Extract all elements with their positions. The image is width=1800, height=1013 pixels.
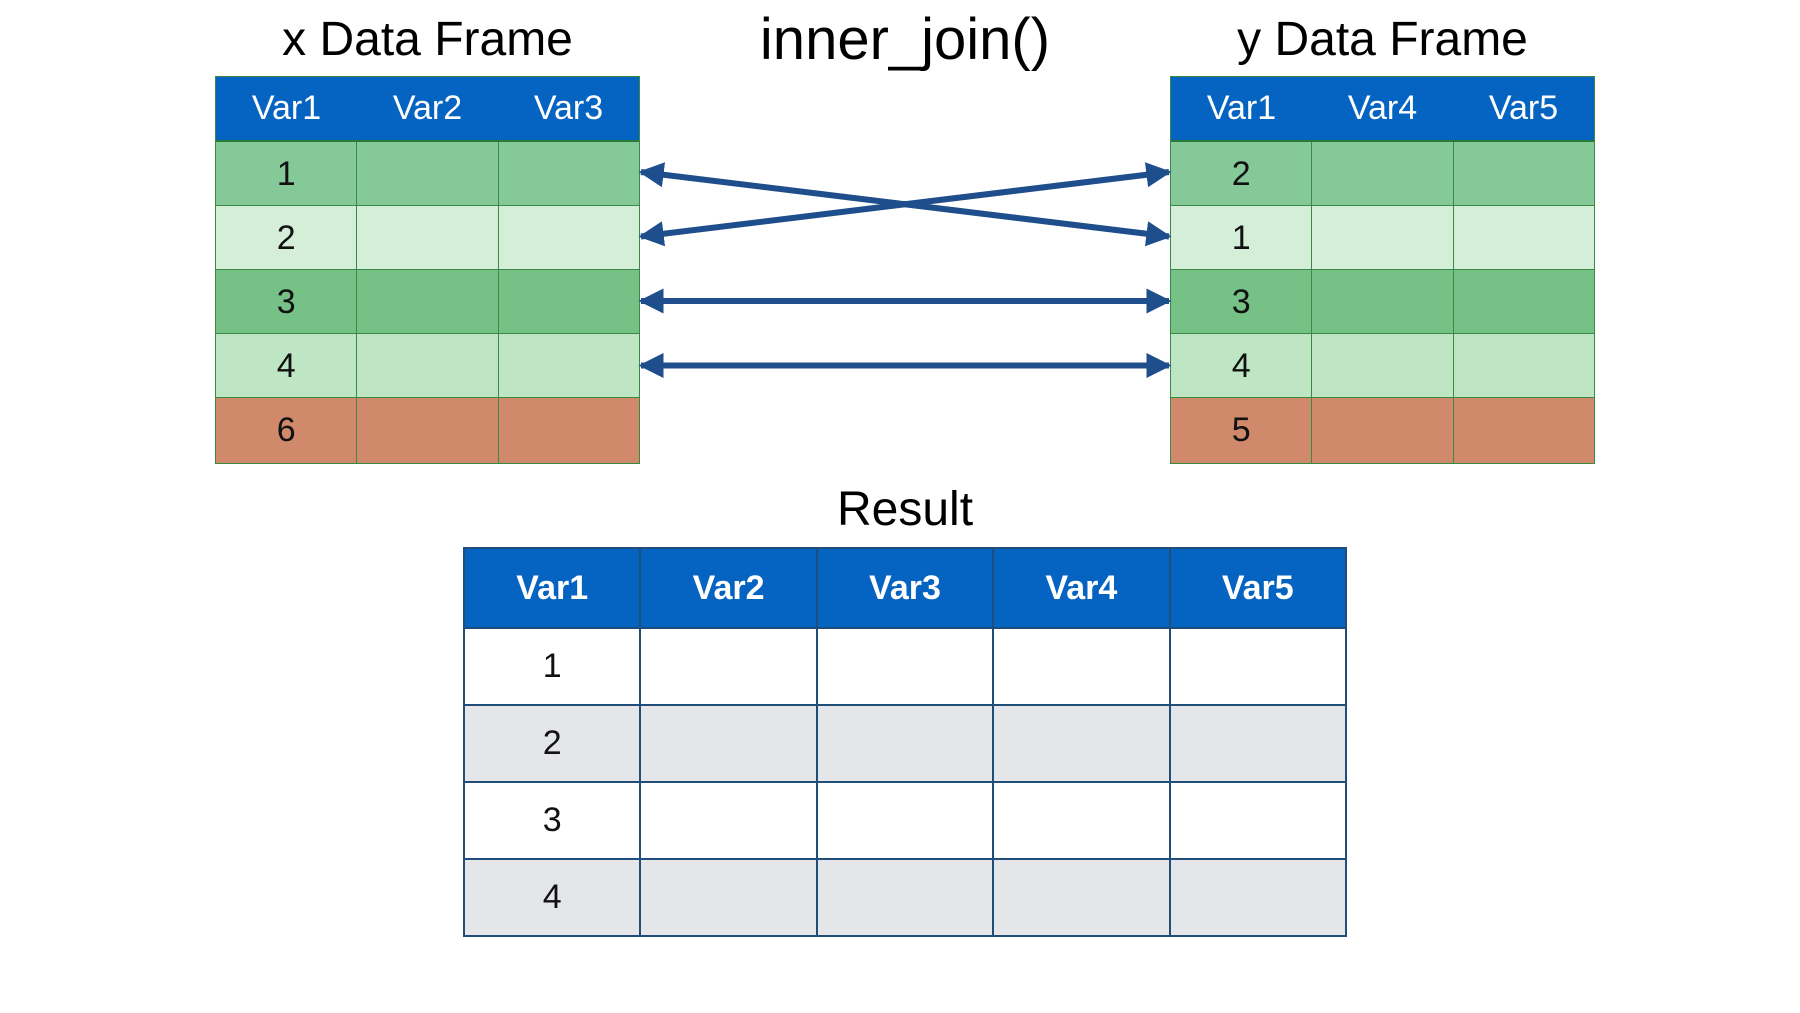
result-cell xyxy=(992,781,1171,860)
y-frame-cell xyxy=(1454,206,1594,269)
x-frame-row: 3 xyxy=(216,270,639,334)
result-key-cell: 4 xyxy=(462,858,642,937)
result-key-cell: 3 xyxy=(462,781,642,860)
result-header-row: Var1 Var2 Var3 Var4 Var5 xyxy=(462,547,1348,629)
result-cell xyxy=(1168,858,1348,937)
y-frame-cell xyxy=(1454,334,1594,397)
y-frame-row: 3 xyxy=(1171,270,1594,334)
x-frame-header: Var1 Var2 Var3 xyxy=(216,77,639,142)
y-frame-row: 2 xyxy=(1171,142,1594,206)
x-frame-cell xyxy=(499,142,639,205)
main-title: inner_join() xyxy=(759,7,1051,72)
y-frame-cell xyxy=(1454,398,1594,463)
result-title: Result xyxy=(836,483,974,536)
result-cell xyxy=(815,781,995,860)
y-frame-key-cell: 4 xyxy=(1171,334,1313,397)
y-frame-title: y Data Frame xyxy=(1237,13,1528,66)
result-cell xyxy=(639,858,818,937)
y-frame-key-cell: 3 xyxy=(1171,270,1313,333)
result-cell xyxy=(639,781,818,860)
x-frame-cell xyxy=(499,270,639,333)
match-arrow-2 xyxy=(638,162,1172,247)
y-frame-row: 4 xyxy=(1171,334,1594,398)
y-frame-cell xyxy=(1454,270,1594,333)
y-frame-cell xyxy=(1312,270,1454,333)
x-frame-row: 6 xyxy=(216,398,639,463)
x-frame-column-header: Var2 xyxy=(392,89,463,127)
x-frame-cell xyxy=(357,206,499,269)
result-column-header: Var1 xyxy=(462,547,642,629)
x-frame-cell xyxy=(499,398,639,463)
x-frame-column-header: Var3 xyxy=(533,89,604,127)
y-frame-cell xyxy=(1312,334,1454,397)
result-cell xyxy=(992,627,1171,706)
x-frame-key-cell: 4 xyxy=(216,334,358,397)
y-frame-column-header: Var5 xyxy=(1488,89,1559,127)
result-cell xyxy=(639,704,818,783)
result-row: 4 xyxy=(462,858,1348,937)
result-column-header: Var3 xyxy=(815,547,995,629)
result-cell xyxy=(815,704,995,783)
y-frame-cell xyxy=(1454,142,1594,205)
x-frame-cell xyxy=(357,270,499,333)
y-frame-row: 5 xyxy=(1171,398,1594,463)
x-frame-key-cell: 1 xyxy=(216,142,358,205)
result-cell xyxy=(1168,627,1348,706)
result-column-header: Var5 xyxy=(1168,547,1348,629)
y-frame-column-header: Var4 xyxy=(1347,89,1418,127)
x-frame-column-header: Var1 xyxy=(251,89,322,127)
result-column-header: Var2 xyxy=(639,547,818,629)
x-frame-cell xyxy=(357,398,499,463)
x-frame-cell xyxy=(357,334,499,397)
y-frame-key-cell: 1 xyxy=(1171,206,1313,269)
match-arrow-1 xyxy=(638,162,1172,247)
y-frame-row: 1 xyxy=(1171,206,1594,270)
result-cell xyxy=(639,627,818,706)
y-frame-cell xyxy=(1312,206,1454,269)
y-frame-cell xyxy=(1312,398,1454,463)
x-frame-cell xyxy=(499,206,639,269)
x-frame-key-cell: 2 xyxy=(216,206,358,269)
x-frame-row: 1 xyxy=(216,142,639,206)
result-key-cell: 2 xyxy=(462,704,642,783)
result-cell xyxy=(992,704,1171,783)
result-cell xyxy=(992,858,1171,937)
y-frame-column-header: Var1 xyxy=(1206,89,1277,127)
y-frame-key-cell: 5 xyxy=(1171,398,1313,463)
result-key-cell: 1 xyxy=(462,627,642,706)
result-row: 3 xyxy=(462,781,1348,860)
result-table: Var1 Var2 Var3 Var4 Var5 1 2 3 xyxy=(462,547,1348,937)
x-data-frame: Var1 Var2 Var3 1 2 3 4 6 xyxy=(215,76,640,464)
result-row: 1 xyxy=(462,627,1348,706)
x-frame-row: 2 xyxy=(216,206,639,270)
x-frame-cell xyxy=(499,334,639,397)
y-frame-cell xyxy=(1312,142,1454,205)
x-frame-key-cell: 3 xyxy=(216,270,358,333)
x-frame-cell xyxy=(357,142,499,205)
y-data-frame: Var1 Var4 Var5 2 1 3 4 5 xyxy=(1170,76,1595,464)
result-row: 2 xyxy=(462,704,1348,783)
x-frame-row: 4 xyxy=(216,334,639,398)
result-cell xyxy=(815,858,995,937)
result-cell xyxy=(1168,781,1348,860)
result-column-header: Var4 xyxy=(992,547,1171,629)
result-cell xyxy=(1168,704,1348,783)
x-frame-key-cell: 6 xyxy=(216,398,358,463)
y-frame-header: Var1 Var4 Var5 xyxy=(1171,77,1594,142)
x-frame-title: x Data Frame xyxy=(282,13,573,66)
result-cell xyxy=(815,627,995,706)
y-frame-key-cell: 2 xyxy=(1171,142,1313,205)
